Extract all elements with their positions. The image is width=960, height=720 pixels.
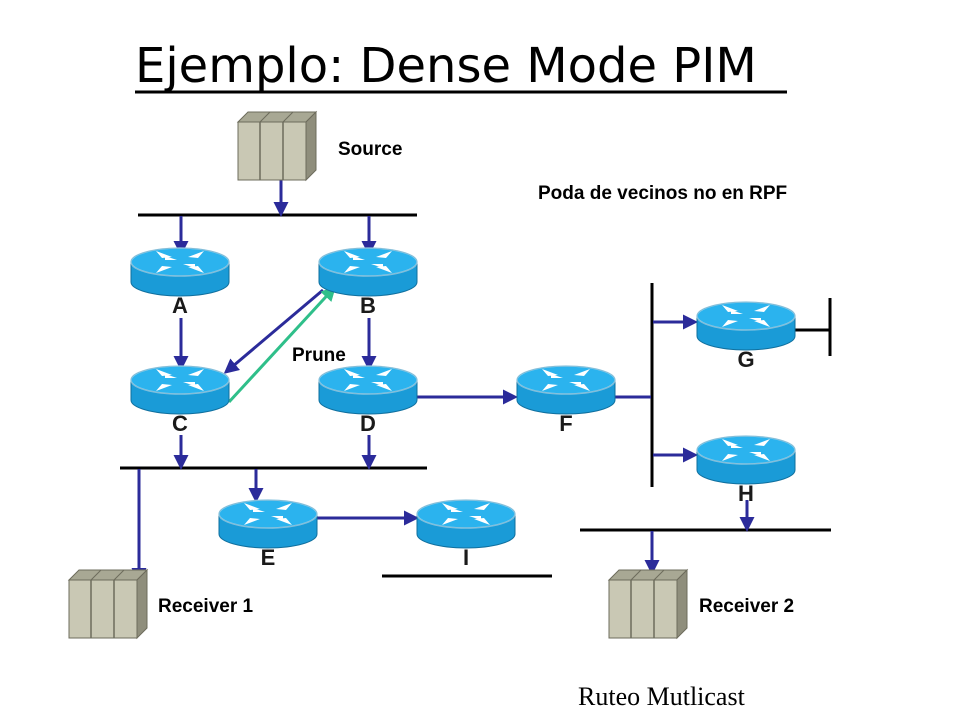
router-c-label: C xyxy=(172,411,188,436)
router-a-icon xyxy=(130,247,230,297)
arrow-b-c xyxy=(223,288,324,374)
router-h-label: H xyxy=(738,481,754,506)
router-i-icon xyxy=(416,499,516,549)
router-f-label: F xyxy=(559,411,572,436)
source-label: Source xyxy=(338,139,402,160)
router-g-label: G xyxy=(737,347,754,372)
router-g-icon xyxy=(696,301,796,351)
receiver2-server-icon xyxy=(608,569,688,639)
router-f-icon xyxy=(516,365,616,415)
prune-label: Prune xyxy=(292,345,346,366)
router-d-label: D xyxy=(360,411,376,436)
footer-caption: Ruteo Mutlicast xyxy=(578,682,746,711)
router-e-label: E xyxy=(261,545,276,570)
source-server-icon xyxy=(237,111,317,181)
router-a-label: A xyxy=(172,293,188,318)
router-d-icon xyxy=(318,365,418,415)
page-title: Ejemplo: Dense Mode PIM xyxy=(135,38,757,94)
receiver2-label: Receiver 2 xyxy=(699,596,794,617)
router-b-label: B xyxy=(360,293,376,318)
router-i-label: I xyxy=(463,545,469,570)
receiver1-label: Receiver 1 xyxy=(158,596,254,617)
prune-arrow xyxy=(227,285,337,404)
router-c-icon xyxy=(130,365,230,415)
router-b-icon xyxy=(318,247,418,297)
rpf-note: Poda de vecinos no en RPF xyxy=(538,183,787,204)
router-h-icon xyxy=(696,435,796,485)
receiver1-server-icon xyxy=(68,569,148,639)
router-e-icon xyxy=(218,499,318,549)
